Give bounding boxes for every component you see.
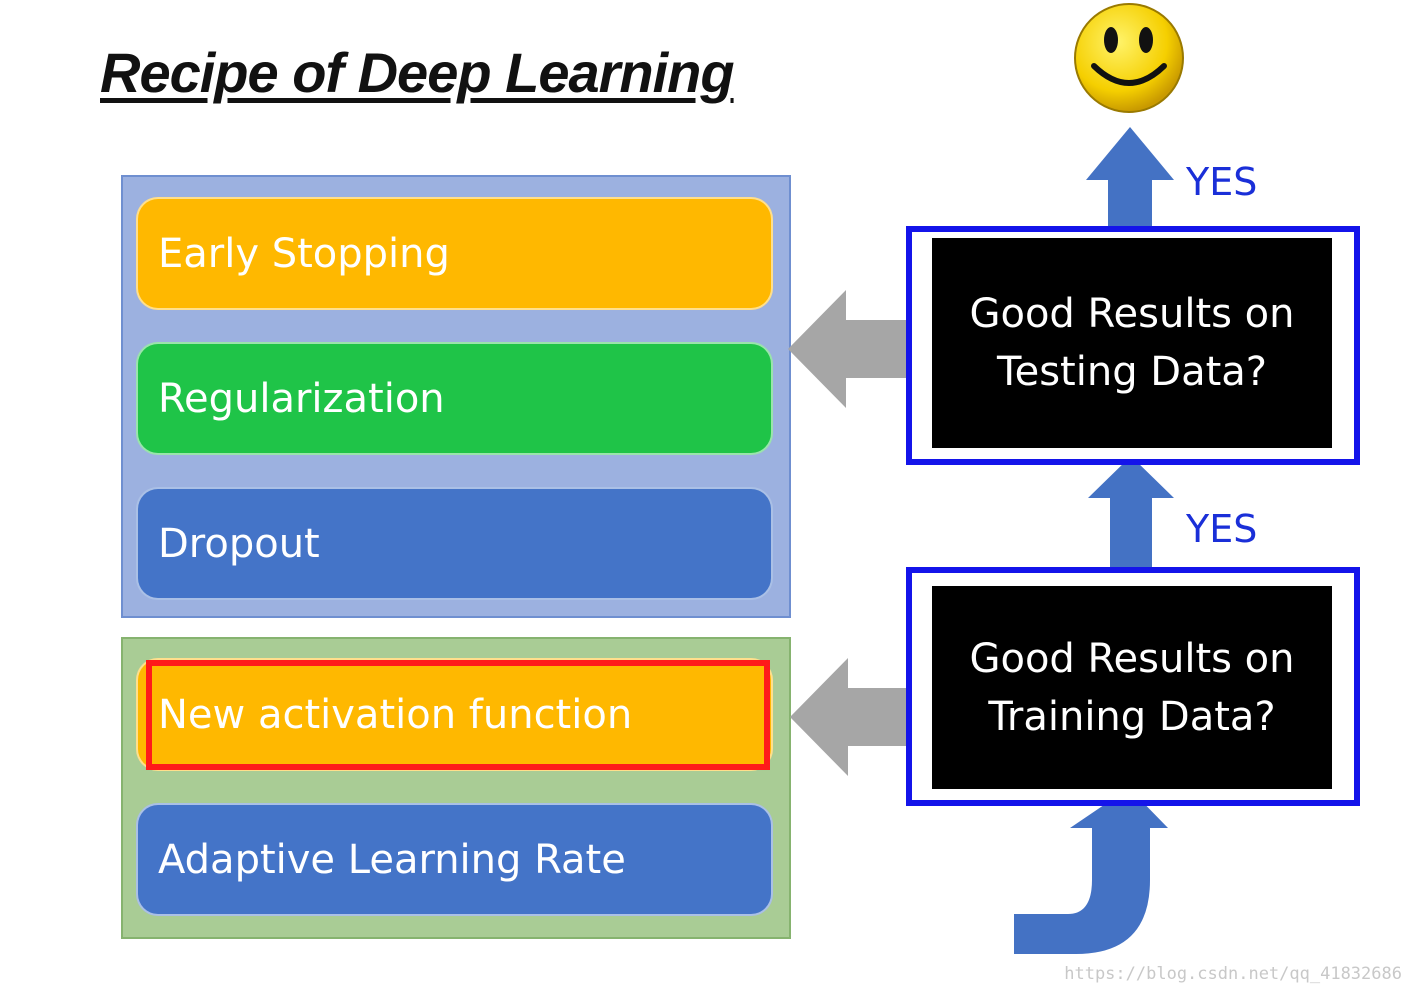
arrow-left-training bbox=[790, 658, 932, 776]
highlight-frame bbox=[146, 660, 770, 770]
testing-decision-box: Good Results on Testing Data? bbox=[932, 238, 1332, 448]
yes-label-top: YES bbox=[1186, 160, 1258, 204]
arrow-up-middle bbox=[1088, 456, 1174, 580]
arrow-input-curve bbox=[1014, 788, 1168, 954]
regularization-item[interactable]: Regularization bbox=[136, 342, 773, 455]
new-activation-function-item[interactable]: New activation function bbox=[136, 658, 773, 771]
dropout-item[interactable]: Dropout bbox=[136, 487, 773, 600]
training-decision-box: Good Results on Training Data? bbox=[932, 586, 1332, 789]
watermark: https://blog.csdn.net/qq_41832686 bbox=[1064, 964, 1402, 984]
training-decision-text: Good Results on Training Data? bbox=[969, 635, 1295, 740]
smiley-icon bbox=[1074, 3, 1184, 113]
adaptive-learning-rate-item[interactable]: Adaptive Learning Rate bbox=[136, 803, 773, 916]
arrow-up-to-smiley bbox=[1086, 127, 1174, 240]
arrow-left-testing bbox=[788, 290, 932, 408]
testing-decision-text: Good Results on Testing Data? bbox=[969, 291, 1295, 395]
early-stopping-item[interactable]: Early Stopping bbox=[136, 197, 773, 310]
page-title: Recipe of Deep Learning bbox=[100, 41, 735, 104]
yes-label-middle: YES bbox=[1186, 507, 1258, 551]
